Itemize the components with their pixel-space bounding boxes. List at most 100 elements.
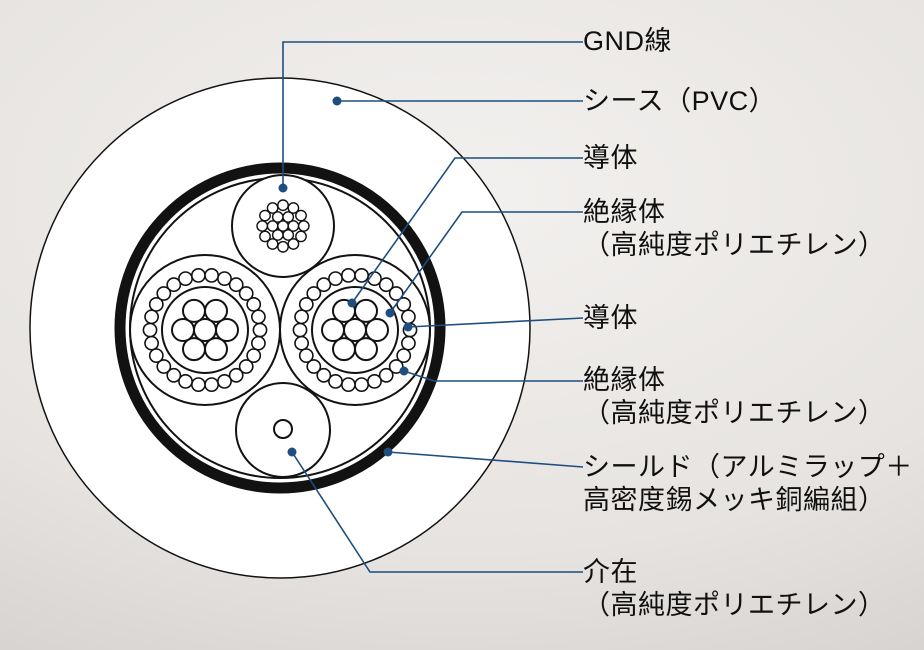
label-text: 介在 — [583, 557, 638, 587]
outer-conductor-bead — [328, 271, 343, 286]
gnd-strand — [277, 199, 289, 212]
gnd-strand — [282, 211, 295, 223]
gnd-strand — [259, 230, 271, 243]
gnd-strand — [287, 238, 300, 250]
gnd-strand — [295, 209, 307, 222]
leader-line-filler — [291, 451, 583, 573]
conductor-strand — [182, 337, 206, 362]
outer-conductor-bead — [148, 348, 164, 363]
gnd-strand — [259, 209, 271, 222]
core-left-strands-group — [171, 298, 239, 362]
outer-conductor-bead — [228, 367, 244, 383]
outer-conductor-bead — [294, 335, 309, 351]
outer-conductor-bead — [354, 377, 369, 392]
leader-dot-gnd — [278, 183, 288, 193]
outer-conductor-bead — [217, 373, 232, 389]
gnd-strand — [297, 220, 310, 232]
outer-conductor-bead — [144, 335, 159, 351]
leader-dot-conductor-1 — [347, 298, 357, 308]
label-text: 高密度錫メッキ銅編組） — [583, 485, 886, 515]
outer-conductor-bead — [306, 286, 322, 301]
label-insulator-1: 絶縁体 （高純度ポリエチレン） — [583, 196, 886, 262]
label-shield: シールド（アルミラップ＋ 高密度錫メッキ銅編組） — [583, 451, 913, 517]
conductor-strand — [321, 318, 345, 342]
outer-conductor-bead — [246, 348, 262, 363]
label-text: （高純度ポリエチレン） — [583, 230, 886, 260]
gnd-strand — [277, 240, 289, 253]
outer-conductor-bead — [328, 373, 343, 389]
outer-conductor-bead — [228, 277, 244, 293]
outer-conductor-bead — [217, 271, 232, 286]
label-gnd-wire: GND線 — [583, 25, 672, 58]
leader-line-insulator-1 — [389, 211, 583, 314]
outer-conductor-bead — [396, 348, 412, 363]
label-text: 絶縁体 — [583, 197, 666, 227]
conductor-strand — [204, 298, 228, 323]
label-text: 導体 — [583, 143, 638, 173]
outer-conductor-bead — [252, 322, 268, 338]
outer-conductor-bead — [144, 309, 159, 325]
leader-line-conductor-1 — [351, 157, 583, 304]
outer-conductor-bead — [238, 359, 254, 374]
outer-conductor-bead — [316, 277, 332, 293]
outer-conductor-bead — [148, 296, 164, 312]
gnd-strands-group — [256, 199, 310, 253]
outer-conductor-bead — [190, 377, 206, 392]
conductor-strand — [332, 337, 356, 362]
leader-dot-shield — [383, 447, 393, 457]
leader-dot-insulator-1 — [385, 308, 395, 318]
outer-conductor-bead — [400, 309, 416, 325]
outer-conductor-bead — [190, 267, 206, 283]
leader-line-shield — [387, 451, 584, 468]
outer-conductor-bead — [340, 267, 356, 283]
outer-conductor-bead — [378, 367, 394, 383]
label-text: GND線 — [583, 26, 672, 56]
label-text: 絶縁体 — [583, 365, 666, 395]
outer-conductor-bead — [388, 359, 404, 374]
outer-conductor-bead — [204, 377, 219, 392]
outer-conductor-bead — [378, 277, 394, 293]
outer-conductor-bead — [178, 271, 193, 286]
outer-conductor-bead — [298, 296, 314, 312]
gnd-strand — [266, 202, 279, 214]
leader-dot-insulator-2 — [399, 366, 409, 376]
label-text: （高純度ポリエチレン） — [583, 398, 886, 428]
outer-conductor-bead — [250, 335, 266, 351]
leader-dots-group — [278, 96, 413, 457]
gnd-strand — [287, 202, 300, 214]
outer-conductor-bead — [298, 348, 314, 363]
label-sheath: シース（PVC） — [583, 85, 776, 118]
outer-conductor-bead — [316, 367, 332, 383]
outer-conductor-bead — [156, 286, 172, 301]
label-conductor-2: 導体 — [583, 302, 638, 335]
outer-conductor-bead — [340, 377, 356, 392]
outer-conductor-bead — [156, 359, 172, 374]
outer-conductor-bead — [166, 277, 182, 293]
label-filler: 介在 （高純度ポリエチレン） — [583, 556, 886, 622]
gnd-strand — [256, 220, 269, 232]
outer-conductor-bead — [204, 267, 219, 283]
leader-line-conductor-2 — [407, 317, 584, 328]
outer-conductor-bead — [238, 286, 254, 301]
outer-conductor-bead — [400, 335, 416, 351]
label-conductor-1: 導体 — [583, 142, 638, 175]
conductor-strand — [182, 298, 206, 323]
leader-line-insulator-2 — [403, 370, 583, 382]
outer-conductor-bead — [250, 309, 266, 325]
outer-conductor-bead — [166, 367, 182, 383]
label-text: 導体 — [583, 303, 638, 333]
label-text: シールド（アルミラップ＋ — [583, 452, 913, 482]
outer-conductor-bead — [178, 373, 193, 389]
conductor-strand — [354, 337, 378, 362]
core-left-beads-group — [142, 267, 268, 392]
leader-line-gnd — [282, 41, 583, 188]
outer-conductor-bead — [292, 322, 308, 338]
outer-conductor-bead — [294, 309, 309, 325]
label-insulator-2: 絶縁体 （高純度ポリエチレン） — [583, 364, 886, 430]
filler-center-dot — [273, 419, 293, 439]
leader-dot-filler — [287, 447, 297, 457]
outer-conductor-bead — [142, 322, 158, 338]
conductor-strand — [215, 318, 239, 342]
